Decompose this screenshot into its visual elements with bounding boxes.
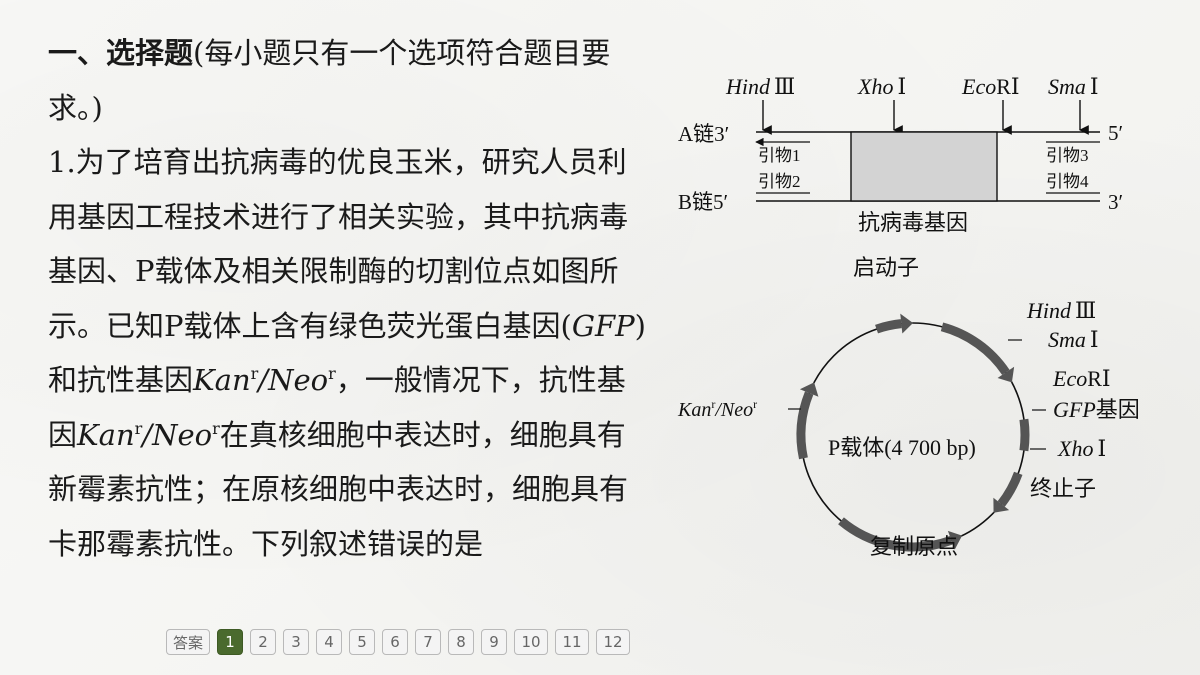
question-stem-part: 在真核细胞中表达时，细胞具有新霉素抗性；在原核细胞中表达时，细胞具有卡那霉素抗性… [48, 417, 629, 561]
slash: / [142, 417, 153, 452]
slash: / [258, 363, 269, 397]
promoter-segment [875, 319, 902, 334]
origin-label: 复制原点 [870, 534, 958, 559]
svg-text:引物4: 引物4 [1046, 172, 1089, 191]
page-button-10[interactable]: 10 [514, 629, 549, 655]
page-button-12[interactable]: 12 [596, 629, 631, 655]
page-button-7[interactable]: 7 [415, 629, 442, 655]
page-button-3[interactable]: 3 [283, 629, 310, 655]
resistance-mark: r [134, 418, 143, 438]
terminator-segment [997, 471, 1023, 507]
question-stem-part: )和抗性基因 [48, 308, 646, 398]
terminator-segment-arrowhead [993, 497, 1010, 513]
primer-4: 引物4 [1046, 172, 1100, 194]
plasmid-center-label: P载体(4 700 bp) [828, 435, 976, 460]
primer-3: 引物3 [1046, 141, 1100, 165]
antiviral-gene-box [850, 131, 998, 202]
resistance-mark: r [250, 363, 259, 383]
svg-text:EcoRⅠ: EcoRⅠ [961, 74, 1020, 99]
question-stem-part: ，一般情况下，抗性基因 [48, 363, 626, 452]
gfp-gene-label: GFP基因 [1053, 397, 1140, 422]
question-body: 1.为了培育出抗病毒的优良玉米，研究人员利用基因工程技术进行了相关实验，其中抗病… [48, 135, 648, 571]
question-paragraph: 一、选择题(每小题只有一个选项符合题目要求。) [48, 26, 648, 135]
origin-segment-arrowhead [947, 530, 963, 550]
terminator-label: 终止子 [1030, 476, 1096, 501]
svg-text:引物1: 引物1 [758, 146, 801, 165]
plasmid-segments [796, 313, 1030, 552]
page-button-4[interactable]: 4 [316, 629, 343, 655]
strand-b-label: B链5′ [678, 190, 728, 214]
question-stem-part: 1.为了培育出抗病毒的优良玉米，研究人员利用基因工程技术进行了相关实验，其中抗病… [48, 145, 629, 343]
kan-neo-label: Kanr/Neor [677, 397, 757, 421]
resistance-mark: r [212, 418, 220, 438]
primer-1: 引物1 [755, 137, 810, 165]
answer-button[interactable]: 答案 [166, 629, 211, 655]
gene-gfp: GFP [571, 308, 635, 343]
promoter-label: 启动子 [853, 255, 919, 280]
section-note: (每小题只有一个选项符合题目要求。) [48, 36, 611, 125]
gene-kan: Kan [193, 363, 251, 397]
promoter-segment-arrowhead [900, 313, 913, 334]
page-button-8[interactable]: 8 [448, 629, 475, 655]
svg-text:引物2: 引物2 [758, 172, 801, 191]
gfp-gene-segment [1019, 418, 1030, 452]
gene-neo: Neo [268, 363, 329, 397]
section-title: 一、选择题 [48, 36, 194, 70]
strand-a-end: 5′ [1108, 121, 1123, 145]
site-ecori-plasmid: EcoRⅠ [1052, 366, 1111, 391]
hindiii-smai-segment [940, 322, 1010, 375]
kan-neo-segment [796, 391, 814, 460]
page-button-1[interactable]: 1 [217, 629, 244, 655]
gene-neo: Neo [152, 417, 213, 452]
gene-kan: Kan [77, 417, 135, 452]
strand-b-end: 3′ [1108, 190, 1123, 214]
page-button-5[interactable]: 5 [349, 629, 376, 655]
page-button-2[interactable]: 2 [250, 629, 277, 655]
page-button-9[interactable]: 9 [481, 629, 508, 655]
svg-text:引物3: 引物3 [1046, 146, 1089, 165]
primer-2: 引物2 [756, 172, 810, 194]
question-navigation: 答案 1 2 3 4 5 6 7 8 9 10 11 12 [166, 628, 631, 656]
resistance-mark: r [328, 363, 336, 383]
page-button-11[interactable]: 11 [555, 629, 590, 655]
antiviral-gene-label: 抗病毒基因 [858, 210, 968, 235]
site-ecori-top: EcoRⅠ [961, 74, 1020, 135]
strand-a-label: A链3′ [678, 122, 729, 146]
kan-neo-segment-arrowhead [799, 382, 819, 397]
origin-segment [838, 517, 953, 552]
question-text: 一、选择题(每小题只有一个选项符合题目要求。) 1.为了培育出抗病毒的优良玉米，… [48, 26, 648, 571]
page-button-6[interactable]: 6 [382, 629, 409, 655]
hindiii-smai-segment-arrowhead [997, 366, 1015, 383]
